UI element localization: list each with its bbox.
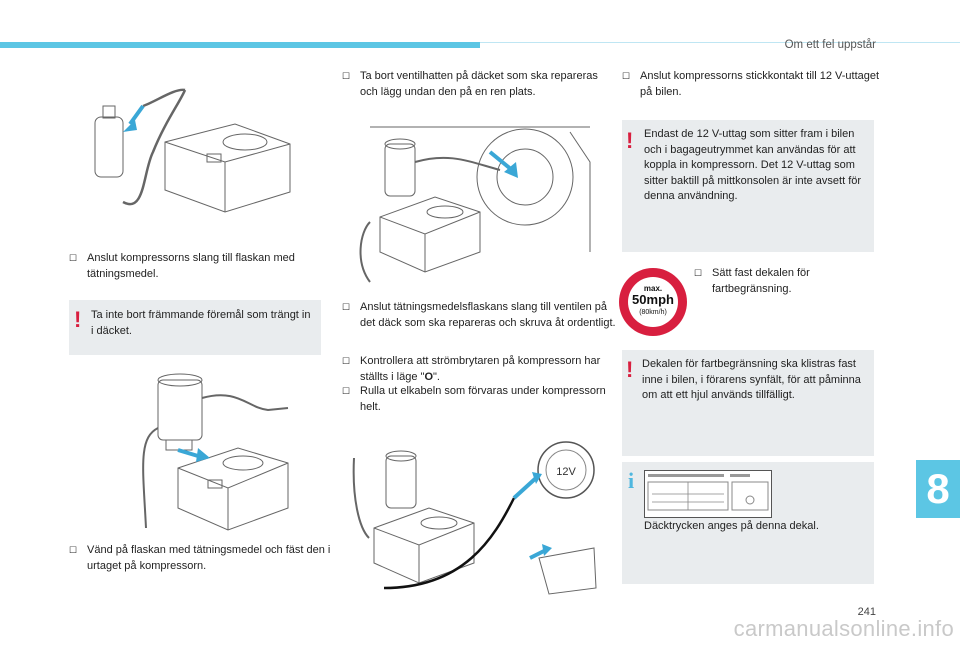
step-unroll-cable: ☐ Rulla ut elkabeln som förvaras under k…	[342, 385, 606, 413]
socket-12v-label: 12V	[556, 466, 576, 478]
page-number: 241	[857, 606, 876, 618]
checkbox-bullet-icon: ☐	[342, 386, 351, 396]
warning-icon: !	[626, 357, 634, 382]
warning-box-sockets: ! Endast de 12 V-uttag som sitter fram i…	[622, 120, 874, 252]
checkbox-bullet-icon: ☐	[342, 356, 351, 366]
step-connect-hose: ☐ Anslut kompressorns slang till flaskan…	[69, 252, 295, 280]
bottle-on-compressor-illustration	[142, 373, 289, 531]
info-icon: i	[628, 468, 635, 493]
warning-box-foreign-objects: ! Ta inte bort främmande föremål som trä…	[69, 300, 321, 355]
step-attach-bottle: ☐ Vänd på flaskan med tätningsmedel och …	[69, 544, 331, 572]
section-title: Om ett fel uppstår	[784, 39, 876, 51]
speed-limit-sticker-icon: max. 50mph (80km/h)	[619, 268, 687, 336]
header-divider	[480, 42, 960, 43]
sign-kmh-text: (80km/h)	[639, 309, 667, 316]
step-connect-valve: ☐ Anslut tätningsmedelsflaskans slang ti…	[342, 301, 616, 329]
checkbox-bullet-icon: ☐	[342, 302, 351, 312]
header-accent-bar	[0, 42, 480, 48]
step-remove-valve-cap: ☐ Ta bort ventilhatten på däcket som ska…	[342, 70, 598, 98]
warning-box-sticker: ! Dekalen för fartbegränsning ska klistr…	[622, 350, 874, 456]
info-box-tyre-pressure: i Däcktrycken anges på denna dekal.	[622, 462, 874, 584]
step-check-switch: ☐ Kontrollera att strömbrytaren på kompr…	[342, 355, 601, 383]
sign-speed-text: 50mph	[632, 292, 674, 307]
checkbox-bullet-icon: ☐	[69, 253, 78, 263]
tyre-pressure-label-image	[644, 470, 772, 518]
power-socket-illustration: 12V	[352, 441, 597, 595]
step-connect-plug: ☐ Anslut kompressorns stickkontakt till …	[622, 70, 880, 98]
valve-connection-illustration	[359, 126, 591, 283]
checkbox-bullet-icon: ☐	[342, 71, 351, 81]
checkbox-bullet-icon: ☐	[69, 545, 78, 555]
chapter-number-tab: 8	[916, 460, 960, 518]
compressor-hose-illustration	[94, 88, 291, 213]
step-attach-sticker: ☐ Sätt fast dekalen för fartbegränsning.	[694, 267, 810, 295]
warning-icon: !	[626, 128, 634, 153]
sign-max-text: max.	[644, 284, 662, 293]
checkbox-bullet-icon: ☐	[694, 268, 703, 278]
watermark: carmanualsonline.info	[733, 616, 954, 641]
warning-icon: !	[74, 307, 82, 332]
checkbox-bullet-icon: ☐	[622, 71, 631, 81]
